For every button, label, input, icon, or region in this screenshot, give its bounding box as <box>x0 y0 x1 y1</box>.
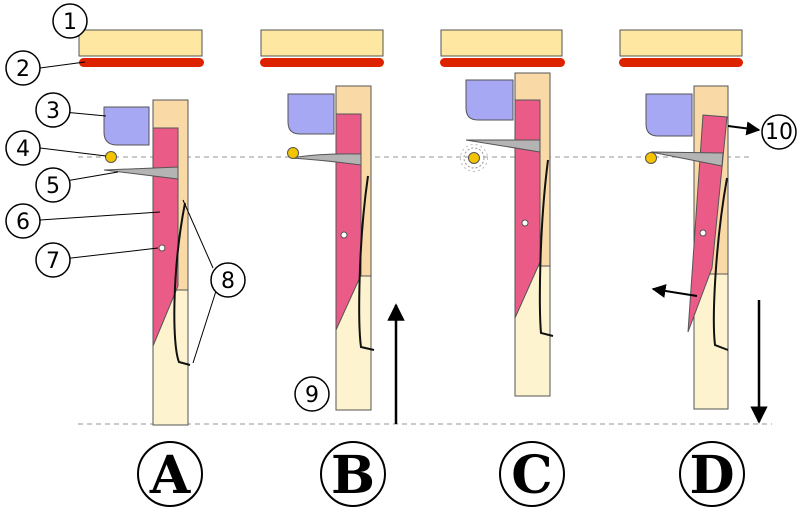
tongue-pivot <box>340 231 348 239</box>
vibration-icon <box>460 144 488 172</box>
tongue-back-arrow <box>651 284 698 298</box>
jackrail-felt <box>79 58 204 67</box>
callout-6: 6 <box>5 203 41 239</box>
svg-text:5: 5 <box>46 174 60 199</box>
svg-text:D: D <box>689 445 734 506</box>
stage-label-d: D <box>679 441 745 507</box>
svg-text:8: 8 <box>221 269 235 294</box>
callout-7: 7 <box>35 242 71 278</box>
svg-text:4: 4 <box>16 137 30 162</box>
tongue <box>152 127 179 347</box>
stage-label-b: B <box>320 441 386 507</box>
jackrail-felt <box>440 58 565 67</box>
tongue-pivot <box>699 229 707 237</box>
string <box>645 152 657 164</box>
svg-text:C: C <box>511 445 552 506</box>
plectrum <box>290 153 362 166</box>
svg-text:10: 10 <box>765 120 793 145</box>
svg-text:3: 3 <box>46 99 60 124</box>
tongue-pivot <box>158 244 166 252</box>
tongue-out-arrow <box>727 121 761 136</box>
string <box>105 151 117 163</box>
spring <box>538 159 554 337</box>
callout-9: 9 <box>294 376 330 412</box>
string <box>287 147 299 159</box>
jackrail-block <box>78 29 203 57</box>
svg-text:9: 9 <box>305 383 319 408</box>
callout-4: 4 <box>5 130 41 166</box>
callout-2: 2 <box>5 50 41 86</box>
plectrum <box>103 166 179 180</box>
plectrum <box>650 151 724 167</box>
stage-b <box>260 29 405 424</box>
tongue-pivot <box>521 219 529 227</box>
jackrail-felt <box>619 58 743 67</box>
svg-text:B: B <box>331 445 375 506</box>
callout-10: 10 <box>761 114 797 150</box>
callout-5: 5 <box>35 167 71 203</box>
spring <box>712 177 729 351</box>
svg-text:2: 2 <box>16 57 30 82</box>
tongue <box>335 113 362 331</box>
svg-text:A: A <box>149 445 191 506</box>
svg-text:7: 7 <box>46 249 60 274</box>
damper <box>645 93 693 137</box>
jackrail-block <box>260 29 384 57</box>
callout-8: 8 <box>210 262 246 298</box>
spring <box>173 202 191 366</box>
jackrail-block <box>619 29 743 57</box>
damper <box>287 93 335 135</box>
svg-text:1: 1 <box>63 10 77 35</box>
spring <box>358 175 375 351</box>
stage-c <box>440 29 565 397</box>
stage-a <box>78 29 204 426</box>
jackrail-block <box>440 29 563 57</box>
callout-1: 1 <box>52 3 88 39</box>
stage-label-a: A <box>137 441 203 507</box>
stage-label-c: C <box>499 441 565 507</box>
damper <box>465 79 514 121</box>
plectrum <box>465 139 541 153</box>
string <box>468 152 480 164</box>
jackrail-felt <box>260 58 384 67</box>
svg-text:6: 6 <box>16 210 30 235</box>
stage-d <box>619 29 768 424</box>
damper <box>103 106 150 146</box>
tongue <box>687 114 728 333</box>
callout-3: 3 <box>35 92 71 128</box>
